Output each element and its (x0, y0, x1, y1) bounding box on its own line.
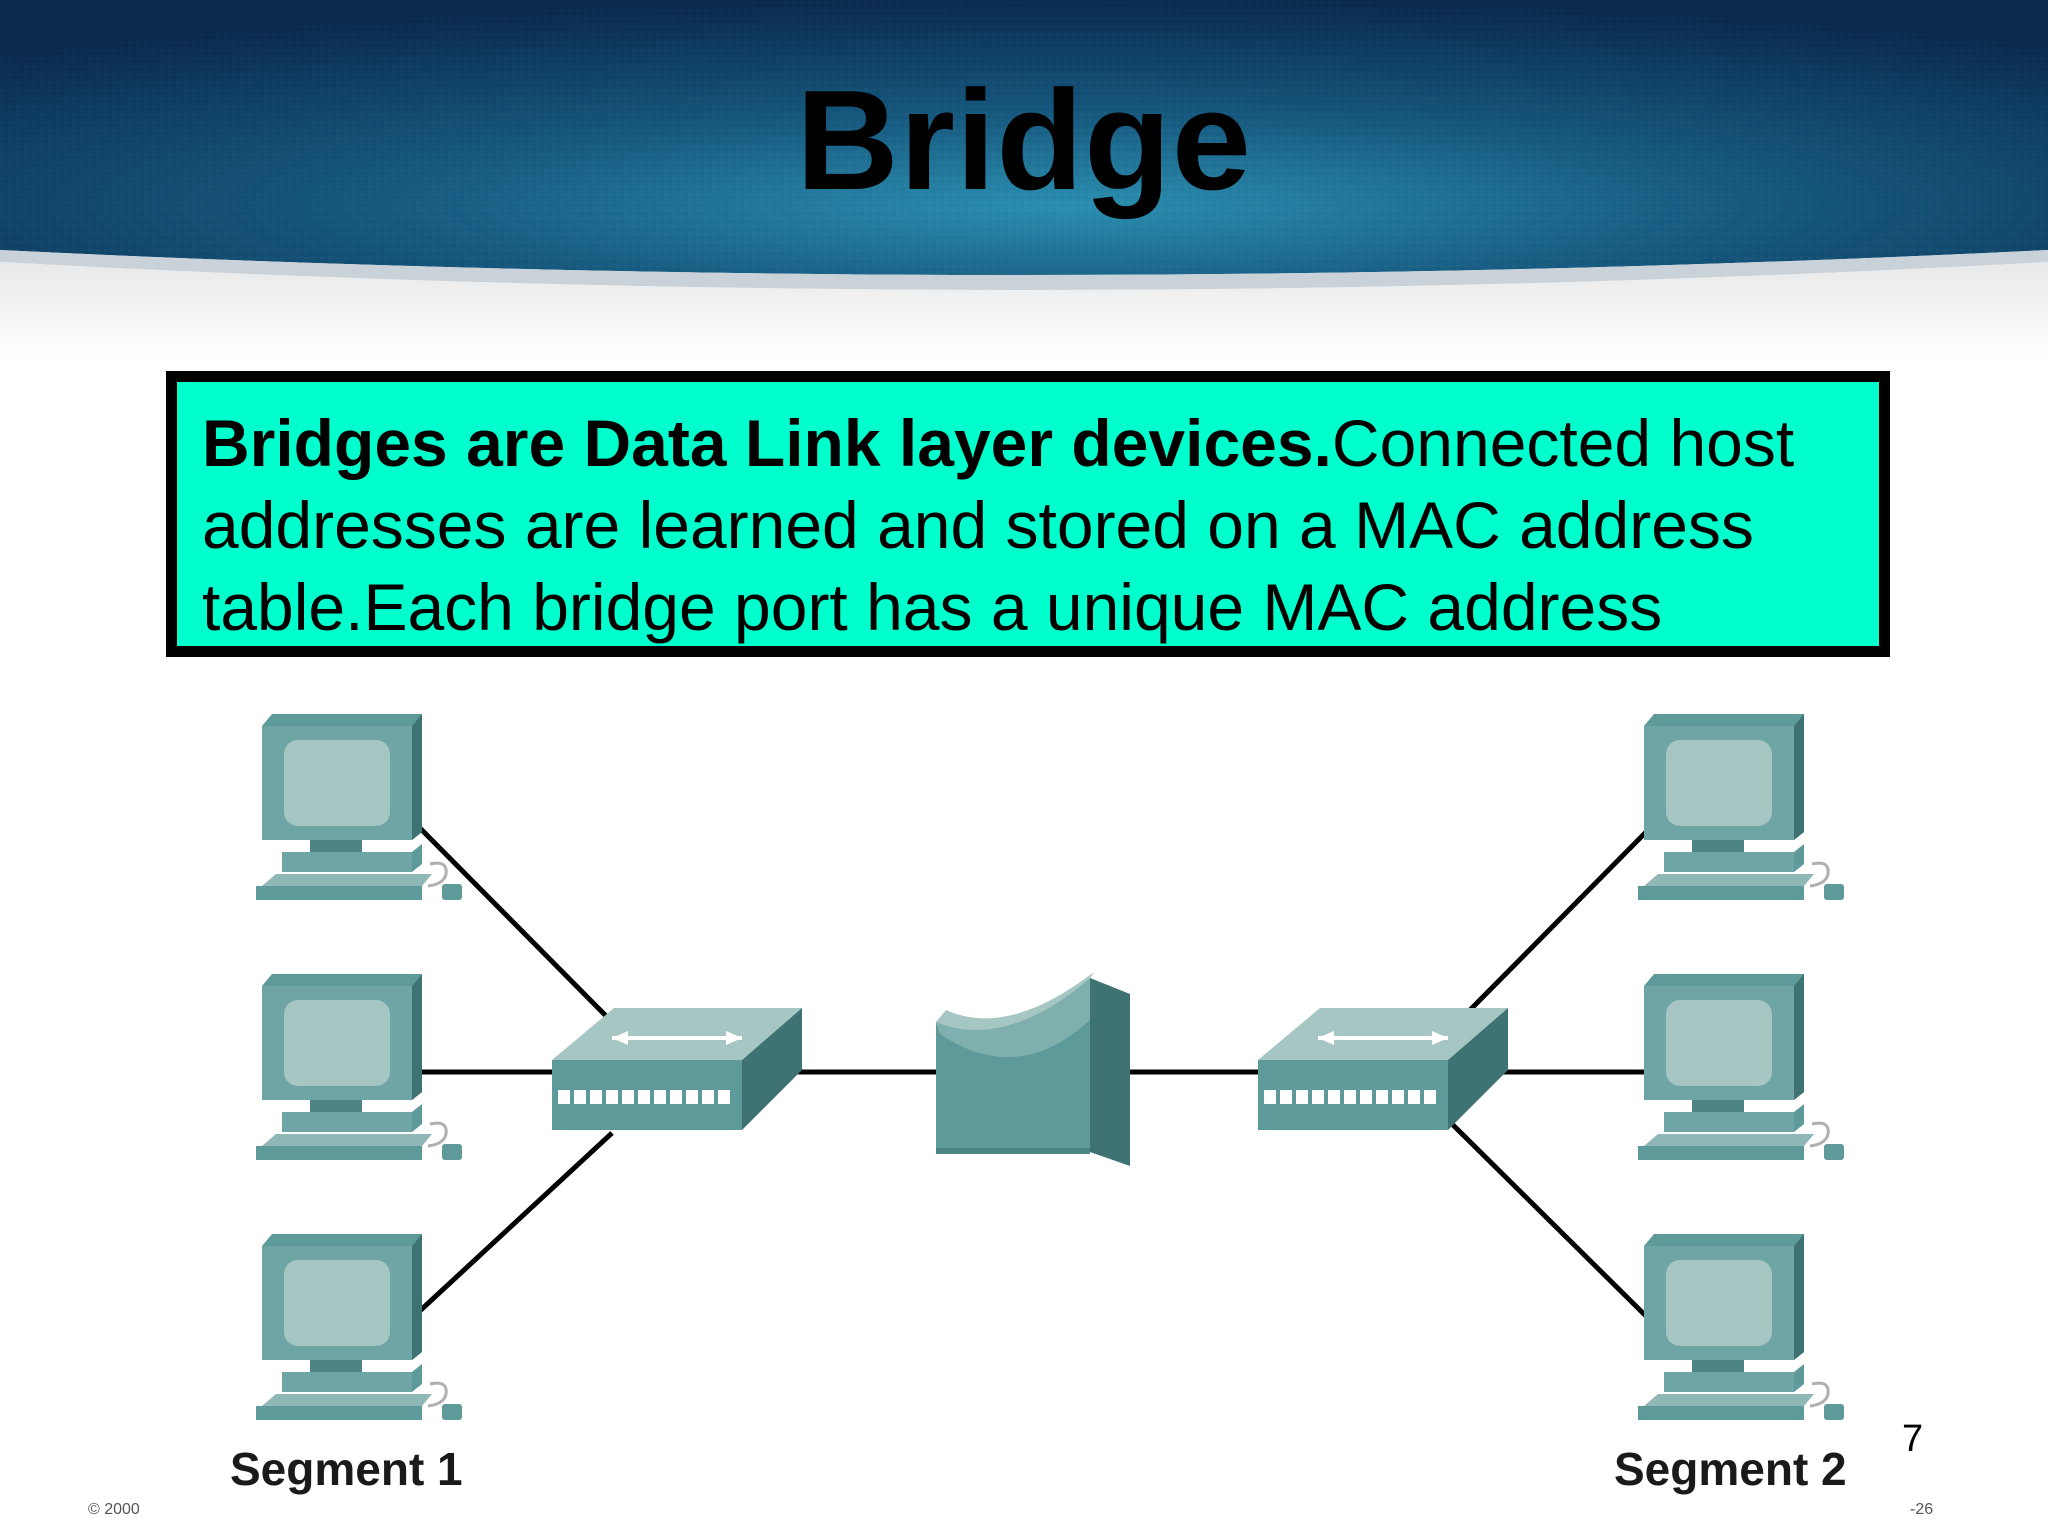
computer-icon (254, 972, 464, 1162)
slide-title: Bridge (796, 61, 1252, 220)
computer-icon (1636, 712, 1846, 902)
copyright-text: © 2000 (88, 1501, 140, 1518)
link-pc-right-3 (1448, 1120, 1654, 1324)
segment-2-label: Segment 2 (1614, 1443, 1847, 1495)
callout-bold-text: Bridges are Data Link layer devices. (202, 406, 1332, 480)
callout-line1-rest: Connected host (1331, 406, 1795, 480)
hub-icon (550, 1006, 804, 1132)
callout-line3: table.Each bridge port has a unique MAC … (202, 570, 1663, 644)
computer-icon (1636, 972, 1846, 1162)
link-pc-right-1 (1468, 824, 1654, 1012)
callout-line2: addresses are learned and stored on a MA… (202, 488, 1754, 562)
link-pc-left-1 (408, 816, 614, 1024)
connection-lines (408, 816, 1654, 1324)
hub-icon (1256, 1006, 1510, 1132)
definition-callout: Bridges are Data Link layer devices.Conn… (166, 371, 1890, 657)
computer-icon (1636, 1232, 1846, 1422)
computer-icon (254, 712, 464, 902)
header-banner (0, 0, 2048, 360)
page-number: 7 (1902, 1418, 1924, 1460)
footer-right-text: -26 (1910, 1501, 1934, 1518)
callout-text: Bridges are Data Link layer devices.Conn… (202, 402, 1882, 648)
bridge-icon (936, 972, 1130, 1166)
computer-icon (254, 1232, 464, 1422)
link-pc-left-3 (408, 1131, 614, 1322)
segment-1-label: Segment 1 (230, 1443, 463, 1495)
